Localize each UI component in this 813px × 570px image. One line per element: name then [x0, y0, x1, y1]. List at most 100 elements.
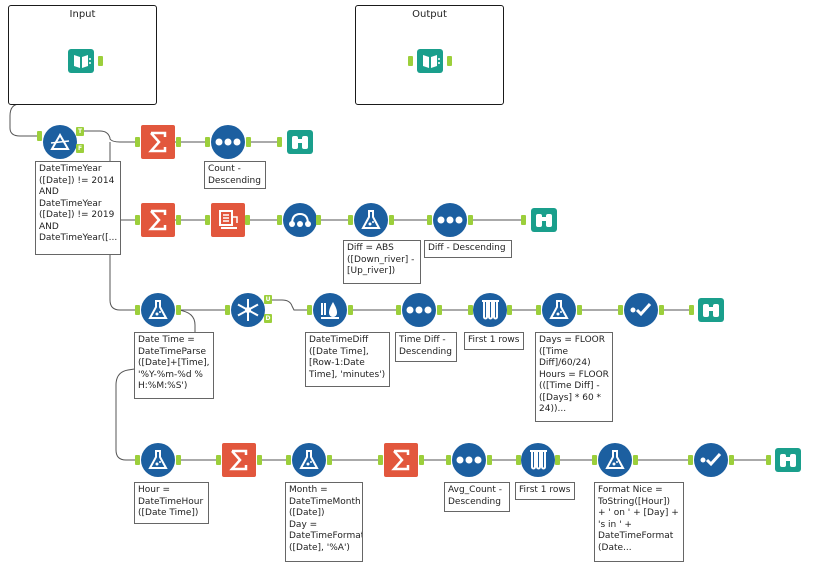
- input-output-anchor[interactable]: [98, 56, 103, 66]
- formula3-input-anchor[interactable]: [536, 305, 541, 315]
- formula1-output-anchor[interactable]: [389, 215, 394, 225]
- browse-tool-2[interactable]: [527, 203, 561, 237]
- test-tubes-icon: [530, 450, 547, 470]
- formula5-input-anchor[interactable]: [286, 455, 291, 465]
- sort-tool-1[interactable]: [211, 125, 245, 159]
- formula2-input-anchor[interactable]: [135, 305, 140, 315]
- summarize2-output-anchor[interactable]: [176, 215, 181, 225]
- unique-u-anchor[interactable]: U: [264, 295, 272, 304]
- join-input-anchor[interactable]: [277, 215, 282, 225]
- formula5-output-anchor[interactable]: [327, 455, 332, 465]
- select1-input-anchor[interactable]: [618, 305, 623, 315]
- sort-tool-4[interactable]: [452, 443, 486, 477]
- formula-tool-5[interactable]: [292, 443, 326, 477]
- sample-tool-1[interactable]: [473, 293, 507, 327]
- sort4-input-anchor[interactable]: [446, 455, 451, 465]
- join-output-anchor[interactable]: [316, 215, 321, 225]
- crosstab-output-anchor[interactable]: [245, 215, 250, 225]
- sort2-input-anchor[interactable]: [427, 215, 432, 225]
- wire-formula2-formula4: [115, 309, 196, 461]
- multirow-formula-tool[interactable]: [313, 293, 347, 327]
- summarize3-output-anchor[interactable]: [257, 455, 262, 465]
- formula1-input-anchor[interactable]: [348, 215, 353, 225]
- output-data-tool[interactable]: [413, 44, 447, 78]
- formula2-output-anchor[interactable]: [176, 305, 181, 315]
- browse4-input-anchor[interactable]: [766, 455, 771, 465]
- select1-output-anchor[interactable]: [659, 305, 664, 315]
- input-data-tool[interactable]: [64, 44, 98, 78]
- select-tool-1[interactable]: [624, 293, 658, 327]
- formula6-input-anchor[interactable]: [592, 455, 597, 465]
- select2-input-anchor[interactable]: [688, 455, 693, 465]
- wire-unique-multirow: [268, 299, 312, 311]
- formula6-output-anchor[interactable]: [633, 455, 638, 465]
- browse3-input-anchor[interactable]: [689, 305, 694, 315]
- summarize-tool-3[interactable]: [222, 443, 256, 477]
- sort-dots-icon: [456, 456, 482, 464]
- summarize4-output-anchor[interactable]: [419, 455, 424, 465]
- sample1-input-anchor[interactable]: [468, 305, 473, 315]
- sort4-annotation: Avg_Count - Descending: [444, 482, 510, 512]
- unique-tool[interactable]: [231, 293, 265, 327]
- formula4-input-anchor[interactable]: [135, 455, 140, 465]
- summarize-tool-1[interactable]: [141, 125, 175, 159]
- formula3-output-anchor[interactable]: [577, 305, 582, 315]
- binoculars-icon: [531, 208, 557, 232]
- join-multiple-tool[interactable]: [283, 203, 317, 237]
- unique-d-anchor[interactable]: D: [264, 314, 272, 323]
- sort3-input-anchor[interactable]: [396, 305, 401, 315]
- filter-tool[interactable]: [43, 125, 77, 159]
- summarize3-input-anchor[interactable]: [216, 455, 221, 465]
- sort2-output-anchor[interactable]: [468, 215, 473, 225]
- sort1-output-anchor[interactable]: [246, 137, 251, 147]
- unique-input-anchor[interactable]: [225, 305, 230, 315]
- sample1-output-anchor[interactable]: [507, 305, 512, 315]
- summarize4-input-anchor[interactable]: [378, 455, 383, 465]
- sample2-output-anchor[interactable]: [555, 455, 560, 465]
- browse1-input-anchor[interactable]: [277, 137, 282, 147]
- filter-false-anchor[interactable]: F: [76, 144, 84, 153]
- select2-output-anchor[interactable]: [729, 455, 734, 465]
- summarize1-input-anchor[interactable]: [135, 137, 140, 147]
- test-tubes-icon: [482, 300, 499, 320]
- summarize-tool-2[interactable]: [141, 203, 175, 237]
- sort1-annotation: Count - Descending: [204, 161, 266, 189]
- sort1-input-anchor[interactable]: [205, 137, 210, 147]
- crosstab-tool[interactable]: [211, 203, 245, 237]
- join-icon: [289, 212, 311, 227]
- browse2-input-anchor[interactable]: [521, 215, 526, 225]
- select-tool-2[interactable]: [694, 443, 728, 477]
- snowflake-icon: [237, 299, 259, 321]
- sort3-output-anchor[interactable]: [437, 305, 442, 315]
- sample2-input-anchor[interactable]: [516, 455, 521, 465]
- output-output-anchor[interactable]: [447, 56, 452, 66]
- output-input-anchor[interactable]: [408, 56, 413, 66]
- formula-tool-1[interactable]: [354, 203, 388, 237]
- browse-tool-4[interactable]: [771, 443, 805, 477]
- formula1-annotation: Diff = ABS ([Down_river] - [Up_river]): [343, 240, 421, 284]
- sigma-icon: [391, 449, 410, 471]
- browse-tool-3[interactable]: [694, 293, 728, 327]
- multirow-input-anchor[interactable]: [307, 305, 312, 315]
- formula-tool-6[interactable]: [598, 443, 632, 477]
- formula-tool-4[interactable]: [141, 443, 175, 477]
- summarize1-output-anchor[interactable]: [176, 137, 181, 147]
- filter-true-anchor[interactable]: T: [76, 127, 84, 136]
- formula-tool-2[interactable]: [141, 293, 175, 327]
- summarize-tool-4[interactable]: [384, 443, 418, 477]
- crosstab-input-anchor[interactable]: [205, 215, 210, 225]
- formula4-output-anchor[interactable]: [176, 455, 181, 465]
- summarize2-input-anchor[interactable]: [135, 215, 140, 225]
- sort-tool-3[interactable]: [402, 293, 436, 327]
- multirow-annotation: DateTimeDiff ([Date Time], [Row-1:Date T…: [305, 332, 390, 387]
- sort-tool-2[interactable]: [433, 203, 467, 237]
- binoculars-icon: [775, 448, 801, 472]
- book-icon: [68, 49, 94, 73]
- sample-tool-2[interactable]: [521, 443, 555, 477]
- sort4-output-anchor[interactable]: [487, 455, 492, 465]
- browse-tool-1[interactable]: [283, 125, 317, 159]
- multirow-output-anchor[interactable]: [348, 305, 353, 315]
- formula-tool-3[interactable]: [542, 293, 576, 327]
- filter-input-anchor[interactable]: [37, 131, 42, 141]
